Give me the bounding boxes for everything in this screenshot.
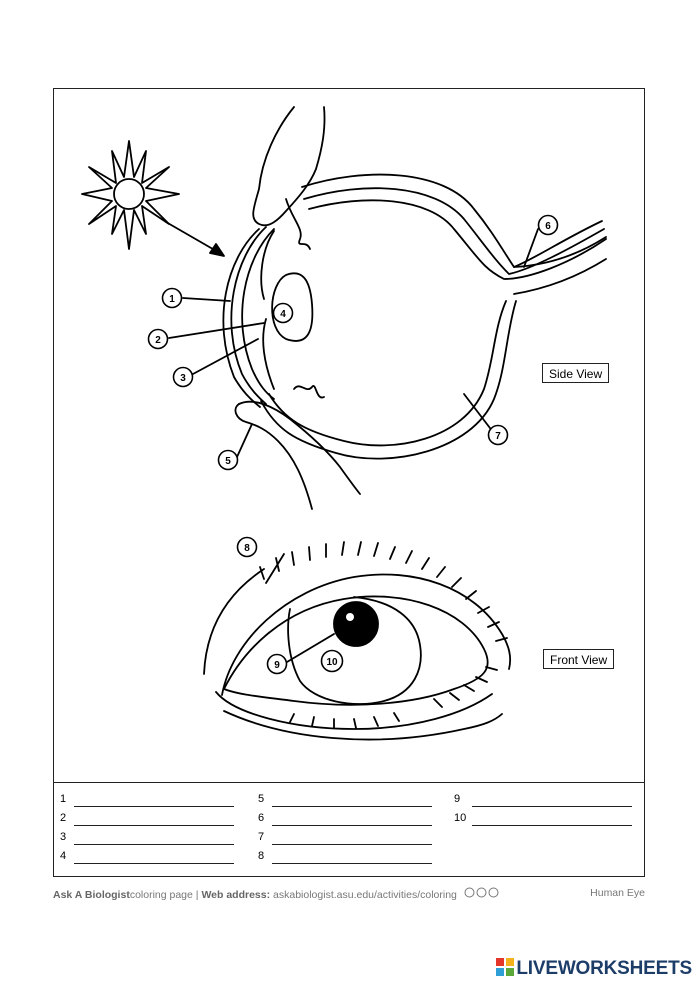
light-arrow	[165, 221, 219, 253]
callout-4: 4	[272, 302, 294, 324]
answer-line	[472, 824, 632, 826]
web-label: Web address:	[201, 889, 271, 901]
callout-9: 9	[266, 653, 288, 675]
answer-area: 1 2 3 4 5 6 7 8 9 10	[54, 782, 644, 877]
svg-text:5: 5	[225, 456, 231, 467]
callout-10: 10	[320, 649, 344, 673]
eye-diagram: 1 2 3 4 5 6 7 8 9 10	[81, 106, 607, 741]
callout-6: 6	[537, 214, 559, 236]
front-view-eye	[203, 541, 512, 741]
svg-text:9: 9	[274, 660, 280, 671]
svg-text:4: 4	[280, 309, 286, 320]
footer: Ask A Biologistcoloring page | Web addre…	[53, 887, 645, 901]
answer-line	[272, 805, 432, 807]
answer-line	[74, 805, 234, 807]
answer-line	[272, 862, 432, 864]
answer-line	[272, 824, 432, 826]
svg-text:3: 3	[180, 373, 186, 384]
svg-text:7: 7	[495, 431, 501, 442]
answer-row[interactable]: 9	[454, 793, 636, 809]
svg-text:6: 6	[545, 221, 551, 232]
callout-8: 8	[236, 536, 258, 558]
svg-text:1: 1	[169, 294, 175, 305]
callout-7: 7	[487, 424, 509, 446]
web-url[interactable]: askabiologist.asu.edu/activities/colorin…	[273, 889, 457, 901]
answer-line	[74, 862, 234, 864]
worksheet-frame: 1 2 3 4 5 6 7 8 9 10 Side View Front Vie…	[53, 88, 645, 877]
site-name: Ask A Biologist	[53, 889, 130, 901]
answer-row[interactable]: 6	[258, 812, 438, 828]
liveworksheets-icon	[496, 958, 515, 976]
answer-row[interactable]: 3	[60, 831, 240, 847]
callout-5: 5	[217, 449, 239, 471]
callout-2: 2	[147, 328, 169, 350]
answer-row[interactable]: 2	[60, 812, 240, 828]
answer-row[interactable]: 7	[258, 831, 438, 847]
answer-line	[74, 843, 234, 845]
svg-text:8: 8	[244, 543, 250, 554]
license-icon	[464, 887, 500, 901]
callout-3: 3	[172, 366, 194, 388]
page-type: coloring page |	[129, 889, 199, 901]
answer-row[interactable]: 1	[60, 793, 240, 809]
answer-line	[472, 805, 632, 807]
page-title: Human Eye	[590, 887, 645, 899]
answer-row[interactable]: 10	[454, 812, 636, 828]
arrow-head	[209, 243, 225, 257]
front-view-label: Front View	[543, 649, 615, 669]
callout-1: 1	[161, 287, 183, 309]
answer-line	[74, 824, 234, 826]
svg-text:10: 10	[326, 657, 338, 668]
answer-row[interactable]: 8	[258, 850, 438, 866]
answer-row[interactable]: 4	[60, 850, 240, 866]
answer-line	[272, 843, 432, 845]
answer-row[interactable]: 5	[258, 793, 438, 809]
svg-text:2: 2	[155, 335, 161, 346]
side-view-eye	[222, 106, 607, 510]
side-view-label: Side View	[542, 363, 610, 383]
sun-icon	[81, 140, 180, 250]
liveworksheets-logo[interactable]: LIVEWORKSHEETS	[496, 958, 692, 980]
